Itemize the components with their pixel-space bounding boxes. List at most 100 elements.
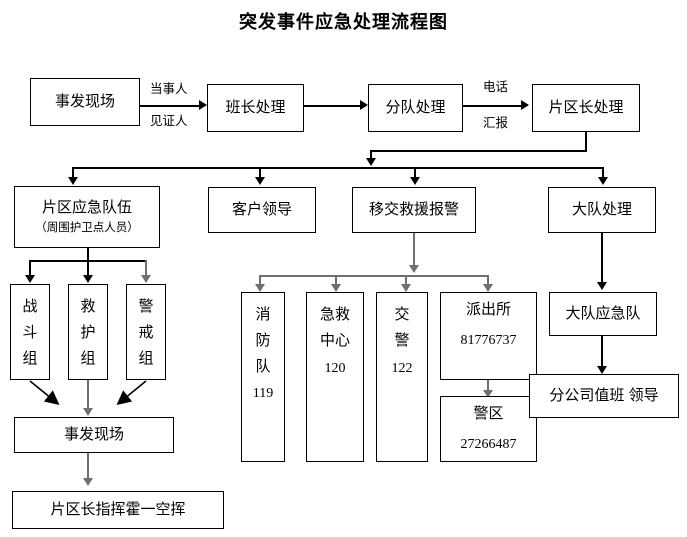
box-label: 分队处理: [385, 98, 446, 116]
phone-number: 119: [252, 386, 274, 402]
box-label: 分公司值班 领导: [549, 386, 659, 404]
connector-scene-to-command: [87, 453, 89, 483]
box-label: 警区: [473, 405, 504, 422]
box-label: 事发现场: [54, 92, 115, 110]
box-service-traffic-police: 交 警 122: [376, 292, 428, 462]
box-team-0: 战 斗 组: [10, 284, 50, 380]
connector-service-drop-0: [259, 275, 261, 287]
box-emergency-team: 片区应急队伍 （周围护卫点人员）: [14, 186, 160, 248]
arrowhead-down: [83, 408, 93, 416]
box-police-station: 派出所 81776737: [440, 292, 537, 380]
box-sublabel: （周围护卫点人员）: [35, 221, 139, 234]
vtext-char: 战: [22, 298, 38, 315]
edge-label-witness: 见证人: [150, 114, 188, 128]
box-detachment: 分队处理: [368, 84, 463, 132]
box-label: 片区长指挥霍一空挥: [50, 500, 186, 518]
vtext-char: 警: [394, 331, 410, 349]
edge-label-party: 当事人: [150, 82, 188, 96]
arrowhead-right: [360, 100, 368, 110]
connector-team-drop-1: [29, 260, 31, 278]
box-squad-leader: 班长处理: [207, 84, 304, 132]
phone-number: 27266487: [460, 436, 517, 452]
arrowhead-down: [483, 284, 493, 292]
box-service-ambulance: 急救 中心 120: [306, 292, 364, 462]
vtext-char: 急救: [319, 306, 350, 323]
connector-district-down: [585, 132, 587, 152]
vtext-char: 组: [80, 349, 96, 367]
connector-squad-to-detachment: [304, 105, 361, 107]
box-label: 移交救援报警: [368, 200, 459, 218]
box-label: 事发现场: [63, 425, 124, 443]
connector-brigade-down: [601, 233, 603, 287]
connector-into-bus: [370, 150, 372, 162]
box-client-leader: 客户领导: [208, 187, 316, 233]
arrowhead-down: [366, 158, 376, 166]
vtext-char: 组: [22, 349, 38, 367]
arrowhead-right: [199, 100, 207, 110]
arrowhead-down: [410, 177, 420, 185]
connector-bus-row2: [72, 167, 602, 169]
arrowhead-down: [409, 265, 419, 273]
connector-service-drop-1: [335, 275, 337, 287]
connector-rescue-down: [413, 233, 415, 271]
box-label: 片区应急队伍: [41, 198, 132, 216]
arrowhead-down: [331, 284, 341, 292]
connector-station-to-zone: [487, 380, 489, 396]
vtext-char: 救: [80, 298, 96, 315]
connector-brigade-to-duty: [601, 336, 603, 372]
phone-number: 120: [324, 360, 346, 376]
arrowhead-down: [401, 284, 411, 292]
arrowhead-down: [255, 177, 265, 185]
vtext-char: 护: [80, 323, 96, 341]
connector-service-drop-3: [487, 275, 489, 287]
phone-number: 81776737: [460, 332, 517, 348]
box-label: 片区长处理: [548, 98, 624, 116]
vtext-char: 队: [255, 357, 271, 375]
box-label: 客户领导: [231, 200, 292, 218]
arrowhead-down: [597, 282, 607, 290]
connector-bus-drop-4: [602, 167, 604, 180]
box-police-zone: 警区 27266487: [440, 396, 537, 462]
box-service-fire: 消 防 队 119: [241, 292, 285, 462]
arrowhead-down: [68, 177, 78, 185]
box-label: 班长处理: [225, 98, 286, 116]
vtext-char: 防: [255, 331, 271, 349]
box-team-2: 警 戒 组: [126, 284, 166, 380]
connector-detachment-to-district: [463, 105, 521, 107]
phone-number: 122: [391, 360, 413, 376]
box-transfer-rescue: 移交救援报警: [352, 187, 476, 233]
box-label: 大队处理: [571, 200, 632, 218]
connector-district-left: [370, 150, 587, 152]
box-scene-top: 事发现场: [30, 78, 140, 126]
page-title: 突发事件应急处理流程图: [239, 12, 448, 32]
connector-service-drop-2: [405, 275, 407, 287]
vtext-char: 戒: [138, 323, 154, 341]
box-team-1: 救 护 组: [68, 284, 108, 380]
connector-bus-drop-1: [72, 167, 74, 180]
arrowhead-down: [597, 366, 607, 374]
arrowhead-right: [521, 100, 529, 110]
connector-team-drop-2: [87, 248, 89, 278]
box-label: 大队应急队: [565, 304, 641, 322]
connector-rescue-team-straight: [87, 380, 89, 412]
arrowhead-down: [25, 275, 35, 283]
connector-team-drop-3: [145, 260, 147, 278]
connector-scene-to-squad: [140, 105, 200, 107]
box-branch-duty-leader: 分公司值班 领导: [529, 374, 679, 418]
vtext-char: 警: [138, 298, 154, 315]
box-label: 派出所: [465, 301, 511, 318]
box-brigade: 大队处理: [548, 187, 656, 233]
box-scene-bottom: 事发现场: [14, 417, 174, 453]
edge-label-phone: 电话: [483, 80, 509, 94]
arrowhead-down: [598, 177, 608, 185]
arrowhead-down: [255, 284, 265, 292]
arrowhead-down: [141, 275, 151, 283]
connector-teams-to-scene: [29, 380, 147, 406]
box-command: 片区长指挥霍一空挥: [12, 491, 224, 529]
arrowhead-down: [83, 478, 93, 486]
arrowhead-down: [83, 275, 93, 283]
vtext-char: 组: [138, 349, 154, 367]
vtext-char: 交: [394, 306, 410, 323]
box-brigade-emergency-team: 大队应急队: [549, 292, 657, 336]
